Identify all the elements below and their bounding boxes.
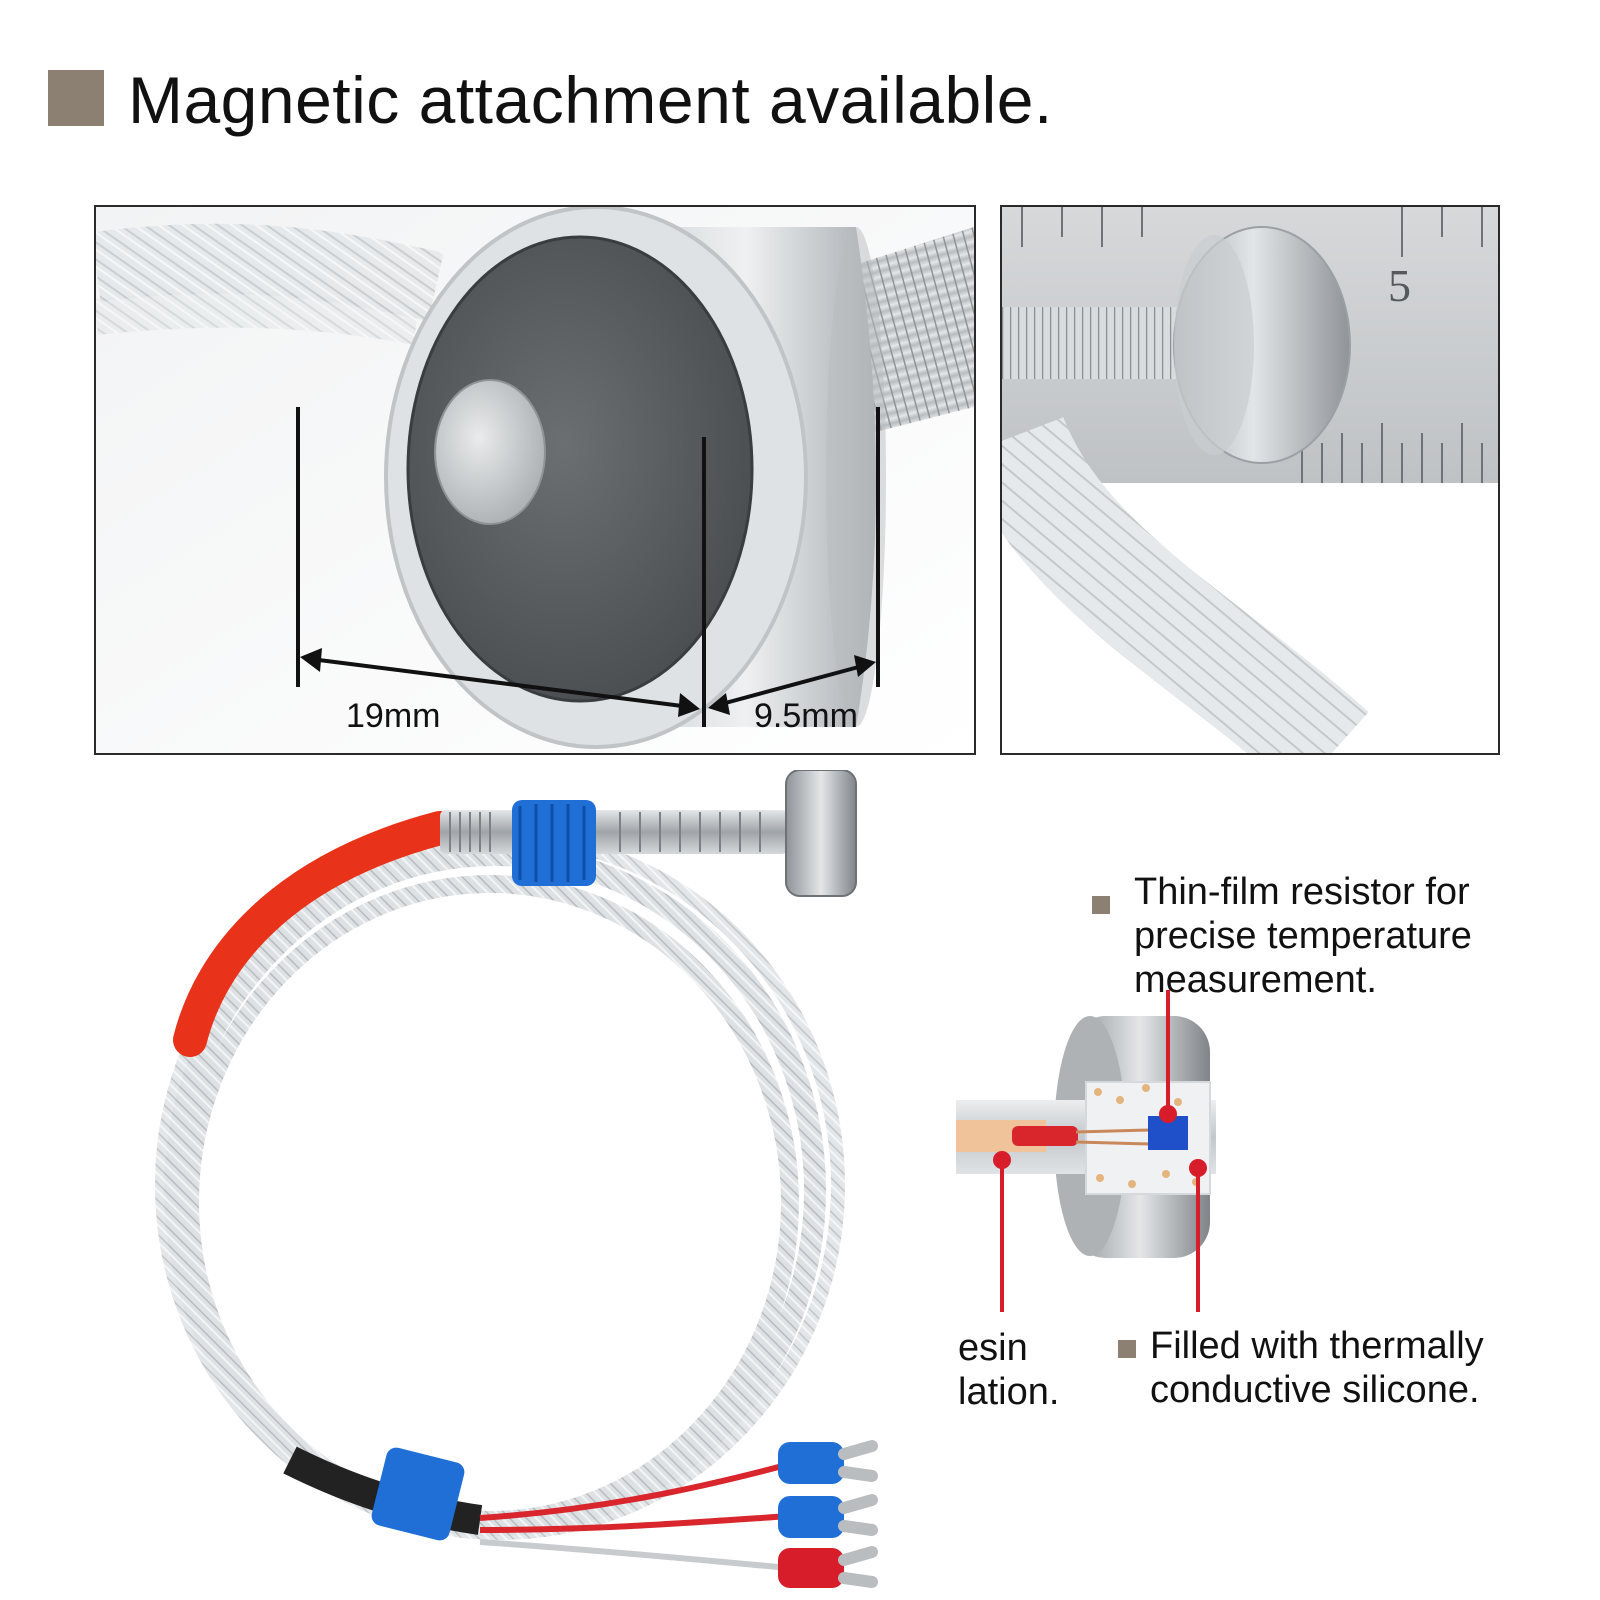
silicone-line-2: conductive silicone. xyxy=(1150,1369,1480,1411)
thin-film-line-3: measurement. xyxy=(1134,959,1377,1001)
thin-film-callout: Thin-film resistor for precise temperatu… xyxy=(1134,870,1472,1002)
magnet-photo xyxy=(96,207,974,753)
thin-film-bullet xyxy=(1092,896,1110,914)
magnet-dimensions-panel: 19mm 9.5mm xyxy=(94,205,976,755)
thin-film-line-1: Thin-film resistor for xyxy=(1134,871,1470,913)
thickness-label: 9.5mm xyxy=(754,697,858,735)
diameter-label: 19mm xyxy=(346,697,441,735)
page-title: Magnetic attachment available. xyxy=(128,63,1053,137)
resin-line-2: lation. xyxy=(958,1371,1060,1413)
sensor-assembly-illustration xyxy=(155,770,1216,1588)
silicone-line-1: Filled with thermally xyxy=(1150,1325,1484,1367)
product-overview-area: Thin-film resistor for precise temperatu… xyxy=(0,770,1600,1600)
ruler-mark-label: 5 xyxy=(1388,260,1411,311)
ruler-closeup-panel: 5 xyxy=(1000,205,1500,755)
silicone-bullet xyxy=(1118,1340,1136,1358)
resin-callout: esin lation. xyxy=(958,1326,1059,1414)
ruler-photo xyxy=(1002,207,1498,753)
header-bullet-square xyxy=(48,70,104,126)
thin-film-line-2: precise temperature xyxy=(1134,915,1472,957)
silicone-callout: Filled with thermally conductive silicon… xyxy=(1150,1324,1484,1412)
resin-line-1: esin xyxy=(958,1327,1028,1369)
